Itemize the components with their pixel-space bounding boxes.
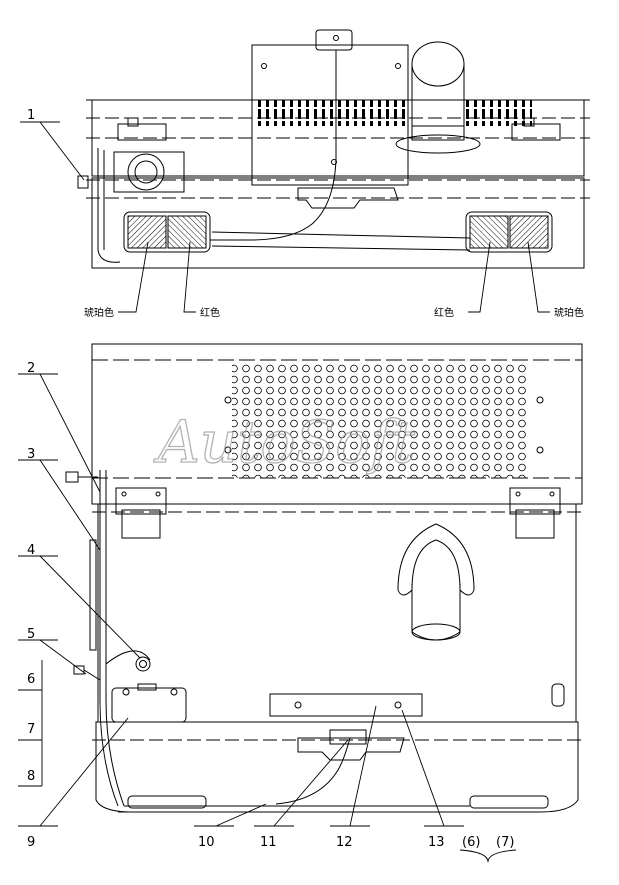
top-wire — [210, 50, 337, 241]
hinge-left — [115, 487, 167, 515]
label-red-left: 红色 — [200, 306, 220, 319]
callout-6: 6 — [27, 672, 35, 687]
front-wire-harness — [99, 470, 125, 807]
top-mounting-plate — [251, 44, 409, 186]
right-lamp — [465, 211, 553, 253]
plate-lamp — [329, 729, 367, 745]
label-amber-right: 琥珀色 — [554, 306, 584, 319]
callout-11: 11 — [260, 835, 277, 850]
callout-9: 9 — [27, 835, 35, 850]
callout-12: 12 — [336, 835, 353, 850]
front-view-leaders — [18, 373, 517, 863]
callout-5: 5 — [27, 627, 35, 642]
top-vent-slots — [256, 100, 406, 126]
callout-13: 13 — [428, 835, 445, 850]
grommet-4 — [135, 656, 151, 672]
top-plate-tab — [315, 29, 353, 51]
top-view — [77, 29, 590, 269]
label-red-right: 红色 — [434, 306, 454, 319]
front-view — [65, 343, 583, 813]
top-horn — [127, 153, 165, 191]
plate-bracket — [269, 693, 423, 717]
hinge-right — [509, 487, 561, 515]
callout-6-ref: (6) — [462, 835, 480, 850]
callout-8: 8 — [27, 769, 35, 784]
top-view-leaders — [20, 121, 550, 313]
callout-2: 2 — [27, 361, 35, 376]
callout-10: 10 — [198, 835, 215, 850]
callout-1: 1 — [27, 108, 35, 123]
top-exhaust-pipe — [411, 41, 465, 87]
label-amber-left: 琥珀色 — [84, 306, 114, 319]
callout-7: 7 — [27, 722, 35, 737]
front-hole-grid — [232, 362, 528, 478]
left-lamp — [123, 211, 211, 253]
front-exhaust-outlet — [397, 523, 475, 596]
watermark: AutoSoft — [153, 408, 416, 476]
front-lower-body — [97, 503, 577, 723]
front-bumper — [95, 721, 579, 813]
callout-7-ref: (7) — [496, 835, 514, 850]
connector-box-9 — [111, 687, 187, 723]
callout-4: 4 — [27, 543, 35, 558]
callout-3: 3 — [27, 447, 35, 462]
